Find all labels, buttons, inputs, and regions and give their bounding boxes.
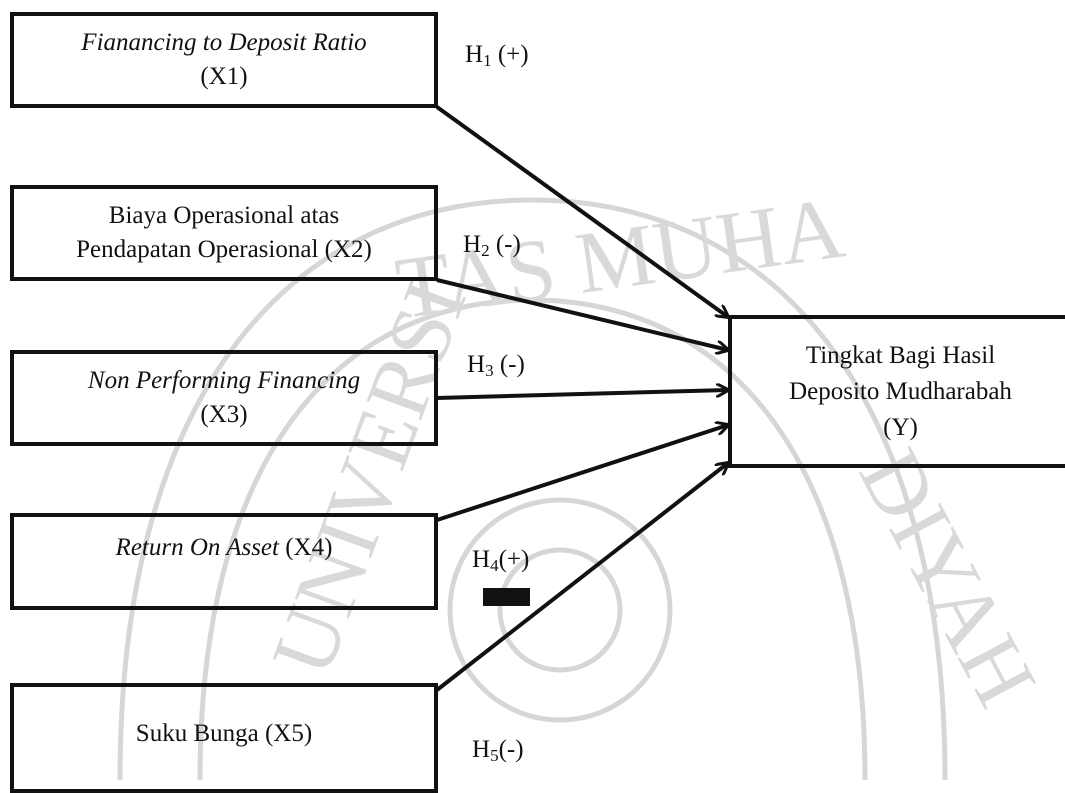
x2-line1: Biaya Operasional atas xyxy=(108,202,340,229)
y-line2: Deposito Mudharabah xyxy=(789,377,1012,405)
x1-code: (X1) xyxy=(200,63,248,90)
hypothesis-h5-label: H5(-) xyxy=(472,736,524,765)
arrow-x5-to-y xyxy=(435,463,728,692)
x3-code: (X3) xyxy=(200,401,248,428)
y-line3: (Y) xyxy=(883,413,918,441)
variable-x1-box: Fianancing to Deposit Ratio (X1) xyxy=(10,12,438,108)
arrow-x1-to-y xyxy=(435,105,728,317)
watermark-outer-ring xyxy=(117,197,948,780)
variable-x2-box: Biaya Operasional atas Pendapatan Operas… xyxy=(10,185,438,281)
watermark-sun-core xyxy=(497,547,623,673)
redaction-mark xyxy=(483,588,530,606)
dependent-variable-y-box: Tingkat Bagi Hasil Deposito Mudharabah (… xyxy=(728,315,1065,468)
x4-code: (X4) xyxy=(278,534,333,561)
variable-x4-box: Return On Asset (X4) xyxy=(10,513,438,610)
watermark-sun-emblem xyxy=(447,497,673,723)
watermark-inner-ring xyxy=(197,297,868,780)
arrow-x3-to-y xyxy=(436,390,728,400)
hypothesis-h1-label: H1 (+) xyxy=(465,41,529,70)
variable-x3-box: Non Performing Financing (X3) xyxy=(10,350,438,446)
x1-name: Fianancing to Deposit Ratio xyxy=(81,29,367,56)
x4-name: Return On Asset xyxy=(115,534,279,561)
x2-line2: Pendapatan Operasional (X2) xyxy=(76,236,372,263)
hypothesis-h3-label: H3 (-) xyxy=(467,351,525,380)
hypothesis-h2-label: H2 (-) xyxy=(463,231,521,260)
x5-name: Suku Bunga (X5) xyxy=(135,720,313,747)
variable-x5-box: Suku Bunga (X5) xyxy=(10,683,438,793)
y-line1: Tingkat Bagi Hasil xyxy=(805,341,996,369)
hypothesis-h4-label: H4(+) xyxy=(472,546,530,575)
x3-name: Non Performing Financing xyxy=(87,367,361,394)
arrow-x2-to-y xyxy=(436,278,728,350)
arrow-x4-to-y xyxy=(436,425,728,522)
x4-label: Return On Asset (X4) xyxy=(116,531,333,565)
